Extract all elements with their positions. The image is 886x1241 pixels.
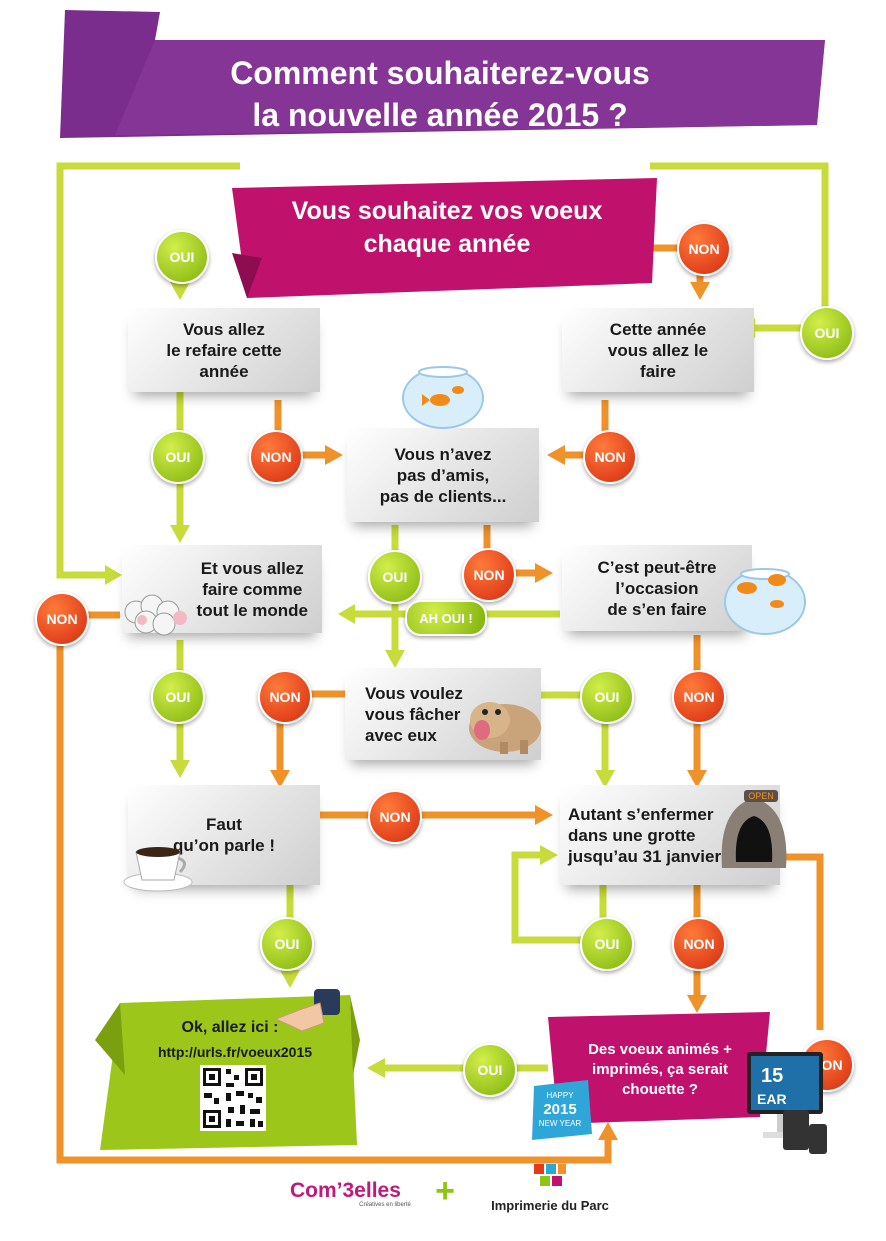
- page-title: Comment souhaiterez-vous la nouvelle ann…: [230, 55, 650, 133]
- oui-badge-grotte: OUI: [580, 917, 634, 971]
- coffee-cup-icon: [123, 847, 193, 892]
- imprimerie-logo: Imprimerie du Parc: [491, 1197, 609, 1213]
- arrowhead: [595, 770, 615, 788]
- animes-banner: [548, 1012, 770, 1124]
- oui-badge-right: OUI: [800, 306, 854, 360]
- oui-badge-parle: OUI: [260, 917, 314, 971]
- arrowhead: [690, 282, 710, 300]
- plus-sign: +: [435, 1171, 455, 1210]
- screen-text-2: EAR: [757, 1091, 787, 1107]
- arrowhead: [325, 445, 343, 465]
- box-comme-monde: Et vous allez faire comme tout le monde: [122, 545, 322, 633]
- box-voeux-animes: Des voeux animés + imprimés, ça serait c…: [588, 1041, 732, 1098]
- calendar-year: 2015: [543, 1101, 576, 1118]
- line-non-animes: [780, 853, 824, 1030]
- non-badge-start: NON: [677, 222, 731, 276]
- fishbowl-icon: [402, 366, 484, 429]
- qr-code-icon: [200, 1065, 266, 1131]
- non-badge-pasamis: NON: [462, 548, 516, 602]
- box-occasion: C’est peut-être l’occasion de s’en faire: [562, 545, 752, 631]
- arrowhead: [170, 760, 190, 778]
- title-banner: [60, 10, 825, 138]
- arrowhead: [687, 995, 707, 1013]
- ah-oui-badge: AH OUI !: [405, 600, 487, 636]
- arrowhead: [385, 650, 405, 668]
- box-pas-amis: Vous n’avez pas d’amis, pas de clients..…: [347, 428, 539, 522]
- start-question: Vous souhaitez vos voeux chaque année: [291, 197, 603, 258]
- arrowhead: [687, 770, 707, 788]
- arrowhead: [338, 604, 355, 624]
- oui-badge-pasamis: OUI: [368, 550, 422, 604]
- line-outer-left: [56, 162, 240, 579]
- arrowhead: [540, 845, 558, 865]
- oui-badge-animes: OUI: [463, 1043, 517, 1097]
- non-badge-facher: NON: [258, 670, 312, 724]
- calendar-line1: HAPPY: [546, 1091, 574, 1100]
- url-link[interactable]: http://urls.fr/voeux2015: [157, 1043, 313, 1060]
- comelles-tagline: Créatives en liberté: [359, 1201, 411, 1208]
- non-badge-left: NON: [35, 592, 89, 646]
- start-banner: [232, 178, 657, 298]
- fishbowl-two-fish-icon: [724, 568, 806, 635]
- devices-screen-icon: 15 EAR: [747, 1052, 827, 1154]
- non-badge-occasion: NON: [672, 670, 726, 724]
- calendar-line2: NEW YEAR: [539, 1119, 582, 1128]
- ok-label: Ok, allez ici :: [181, 1018, 279, 1036]
- calendar-2015-icon: HAPPY 2015 NEW YEAR: [532, 1080, 592, 1140]
- pointing-hand-icon: [274, 989, 340, 1032]
- non-badge-refaire: NON: [249, 430, 303, 484]
- arrowhead: [367, 1058, 385, 1078]
- screen-text-1: 15: [761, 1065, 783, 1087]
- sheep-icon: [124, 594, 187, 636]
- oui-badge-start: OUI: [155, 230, 209, 284]
- arrowhead: [170, 282, 190, 300]
- arrowhead: [547, 445, 565, 465]
- cave-icon: OPEN: [721, 790, 787, 868]
- arrowhead: [598, 1122, 618, 1140]
- arrowhead: [105, 565, 122, 585]
- comelles-logo: Com’3elles: [290, 1178, 401, 1202]
- non-badge-parle: NON: [368, 790, 422, 844]
- oui-badge-refaire: OUI: [151, 430, 205, 484]
- arrowhead: [170, 525, 190, 543]
- box-refaire: Vous allez le refaire cette année: [128, 308, 320, 392]
- arrowhead: [535, 805, 553, 825]
- box-cette-annee: Cette année vous allez le faire: [562, 308, 754, 392]
- imprimerie-logo-icon: [534, 1164, 566, 1186]
- non-badge-cette: NON: [583, 430, 637, 484]
- line-outer-right: [650, 162, 829, 332]
- oui-badge-facher: OUI: [580, 670, 634, 724]
- arrowhead: [535, 563, 553, 583]
- arrowhead: [270, 770, 290, 788]
- open-sign: OPEN: [748, 791, 774, 801]
- angry-dog-icon: [469, 702, 541, 754]
- non-badge-grotte: NON: [672, 917, 726, 971]
- oui-badge-comme: OUI: [151, 670, 205, 724]
- arrowhead: [280, 970, 300, 988]
